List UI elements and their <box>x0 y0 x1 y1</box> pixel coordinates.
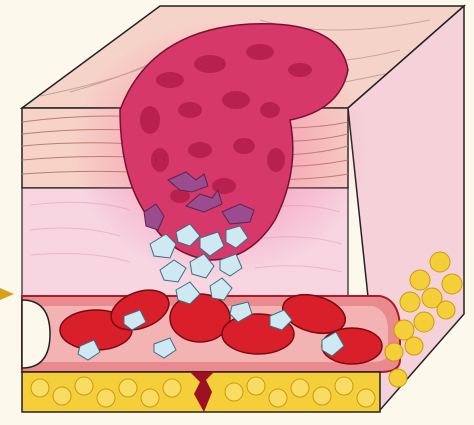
arrow-right-icon <box>0 288 14 300</box>
